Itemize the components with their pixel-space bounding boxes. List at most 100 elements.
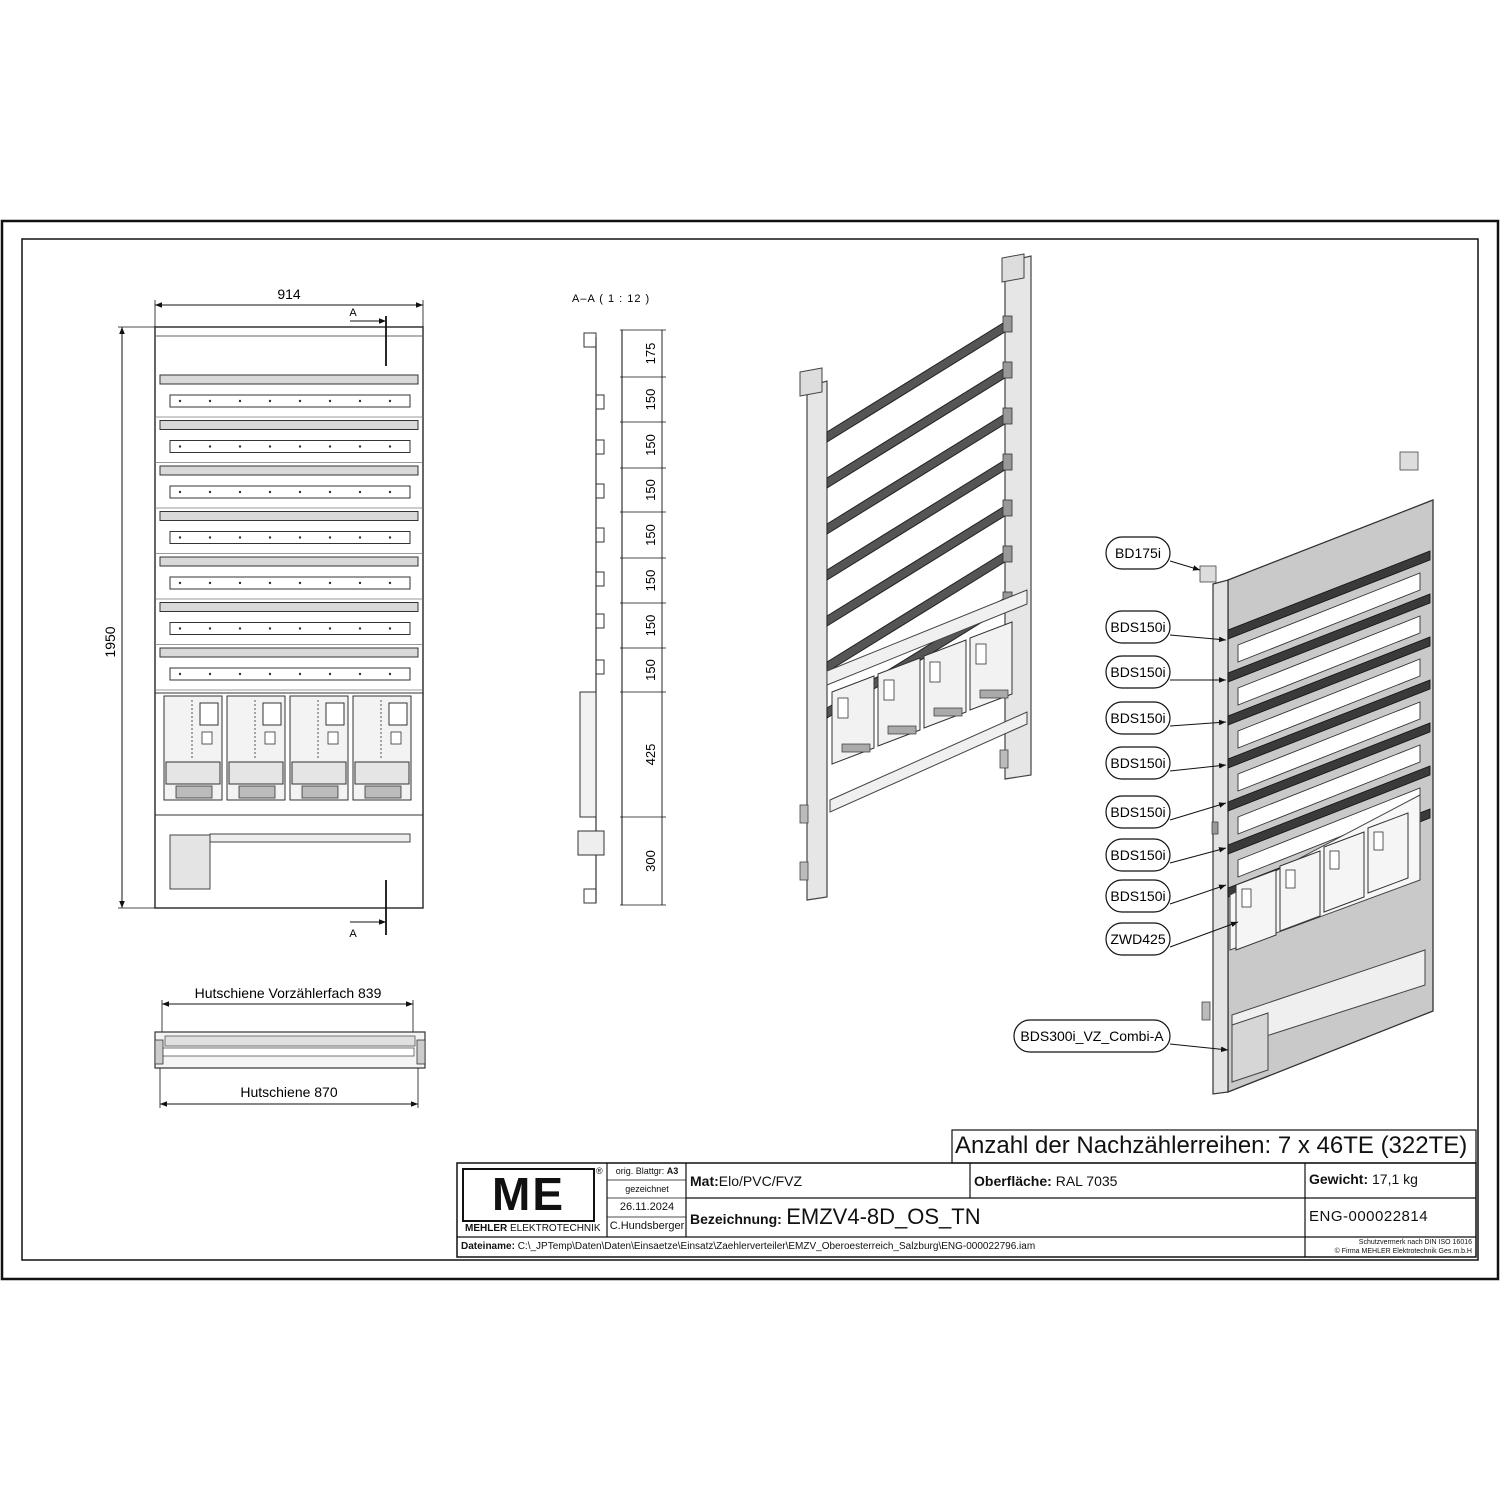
front-cover-strip <box>159 374 419 385</box>
meter-base <box>165 761 221 785</box>
callout-leader <box>1169 762 1227 772</box>
callout-label: BDS150i <box>1110 664 1165 680</box>
rail-screw <box>388 536 392 539</box>
iso-terminal-block <box>933 707 963 717</box>
callout-bubble <box>1105 879 1171 913</box>
iso-rail-clip <box>1002 315 1013 333</box>
rail-screw <box>268 536 272 539</box>
terminal-block <box>301 785 339 799</box>
callout-label: BDS300i_VZ_Combi-A <box>1020 1028 1164 1044</box>
front-din-rail <box>169 622 411 635</box>
meter-switch <box>264 731 276 745</box>
section-dimension-value: 150 <box>643 524 658 546</box>
rail-screw <box>238 399 242 403</box>
meter-display <box>325 702 345 726</box>
section-rail-profile <box>596 571 605 587</box>
section-dimension-value: 150 <box>643 389 658 411</box>
enclosure-meter-display <box>1329 850 1340 870</box>
rail-screw <box>208 672 212 676</box>
meter-switch <box>201 731 213 745</box>
rail-screw <box>238 490 242 494</box>
surface-label: Oberfläche: <box>974 1173 1052 1189</box>
filename-label: Dateiname: <box>461 1241 515 1252</box>
enclosure-rail-window <box>1237 744 1421 835</box>
iso-terminal-block <box>979 689 1009 699</box>
rail-screw <box>268 672 272 676</box>
rail-screw <box>298 627 302 630</box>
callout-bubble <box>1013 1019 1171 1053</box>
rail-screw <box>298 536 302 539</box>
iso-rail-clip <box>1002 499 1013 517</box>
meter-switch <box>390 731 402 745</box>
protection-note-1: Schutzvermerk nach DIN ISO 16016 <box>1358 1239 1472 1246</box>
rail-screw <box>358 536 362 539</box>
enclosure-cover-strip <box>1227 765 1431 855</box>
rail-screw <box>268 445 272 448</box>
section-dimension-value: 150 <box>643 659 658 681</box>
callout-label: BDS150i <box>1110 619 1165 635</box>
terminal-block <box>238 785 276 799</box>
front-din-rail <box>169 576 411 590</box>
section-dimension-value: 300 <box>643 850 658 872</box>
enclosure-rail-window <box>1237 701 1421 792</box>
rail-screw <box>358 445 362 448</box>
enclosure-rail-window <box>1237 615 1421 706</box>
callout-label: BDS150i <box>1110 755 1165 771</box>
enclosure-meter-display <box>1241 888 1252 908</box>
front-cover-strip <box>159 602 419 612</box>
callout-label: BD175i <box>1115 545 1161 561</box>
section-dimension-value: 150 <box>643 479 658 501</box>
rail-screw <box>208 445 212 448</box>
callout-bubble <box>1105 795 1171 829</box>
registered-mark: ® <box>596 1166 603 1176</box>
rail-screw <box>298 445 302 448</box>
eng-number: ENG-000022814 <box>1309 1208 1429 1225</box>
callout-leader <box>1169 719 1227 727</box>
meter-base <box>291 761 347 785</box>
callout-leader <box>1169 847 1227 864</box>
section-view: A–A ( 1 : 12 ) 1751501501501501501501504… <box>572 293 666 906</box>
rail-screw <box>238 672 242 676</box>
callout-bubble <box>1105 701 1171 735</box>
callout-label: BDS150i <box>1110 847 1165 863</box>
rail-screw <box>238 581 242 585</box>
surface-field: Oberfläche: RAL 7035 <box>974 1173 1117 1189</box>
designation-label: Bezeichnung: <box>690 1211 782 1227</box>
rail-screw <box>178 627 182 630</box>
callout-leader <box>1169 921 1239 948</box>
material-value: Elo/PVC/FVZ <box>718 1173 803 1189</box>
terminal-block <box>364 785 402 799</box>
rail-screw <box>268 627 272 630</box>
section-rail-profile <box>596 483 605 499</box>
rail-screw <box>298 399 302 403</box>
section-title: A–A ( 1 : 12 ) <box>572 293 650 305</box>
drawing-date: 26.11.2024 <box>619 1201 675 1213</box>
callout-bubble <box>1105 922 1171 956</box>
section-rail-profile <box>596 527 605 543</box>
rail-screw <box>328 536 332 539</box>
rail-view: Hutschiene Vorzählerfach 839 Hutschiene … <box>154 985 426 1108</box>
rail-screw <box>178 399 182 403</box>
rail-screw <box>328 581 332 585</box>
front-cover-strip <box>159 556 419 567</box>
rail-screw <box>178 581 182 585</box>
enclosure-meter-display <box>1285 869 1296 889</box>
front-cover-strip <box>159 420 419 430</box>
iso-terminal-block <box>841 743 871 753</box>
meter-display <box>262 702 282 726</box>
weight-value: 17,1 kg <box>1372 1171 1418 1187</box>
meter-display <box>388 702 408 726</box>
rail-screw <box>268 399 272 403</box>
rail-screw <box>358 490 362 494</box>
section-dimension-value: 150 <box>643 434 658 456</box>
orig-label: orig. Blattgr: <box>615 1166 665 1176</box>
orig-sheet-size: orig. Blattgr: A3 <box>609 1166 685 1176</box>
front-din-rail <box>169 485 411 499</box>
surface-value: RAL 7035 <box>1055 1173 1118 1189</box>
enclosure-cover-strip <box>1227 722 1431 812</box>
section-marker-bottom: A <box>349 928 357 940</box>
section-rail-profile <box>596 394 605 410</box>
weight-label: Gewicht: <box>1309 1171 1369 1187</box>
iso-rail-clip <box>1002 453 1013 471</box>
